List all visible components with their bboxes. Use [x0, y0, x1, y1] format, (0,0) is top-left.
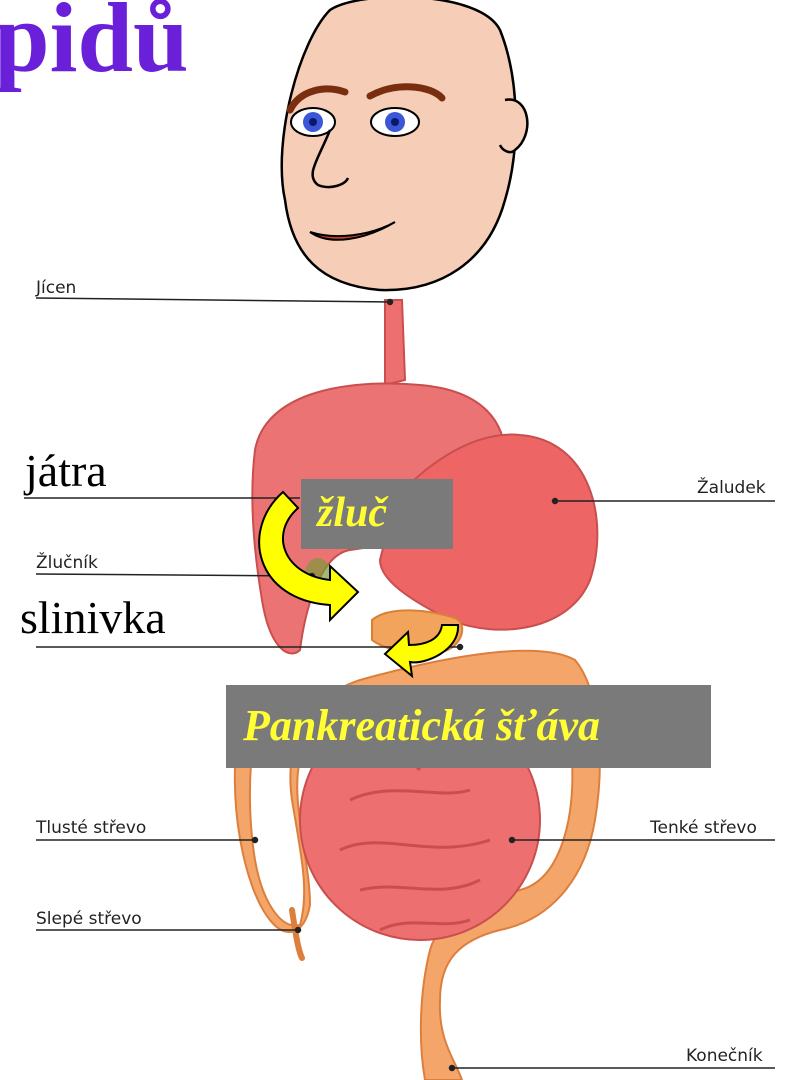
appendix [292, 910, 302, 958]
label-zaludek: Žaludek [697, 480, 766, 497]
label-tluste-strevo: Tlusté střevo [36, 820, 146, 837]
label-tenke-strevo: Tenké střevo [650, 820, 757, 837]
annotation-jatra: játra [25, 448, 107, 494]
label-jicen: Jícen [36, 280, 76, 297]
cartoon-head [282, 0, 528, 290]
esophagus [385, 300, 405, 385]
label-konecnik: Konečník [686, 1048, 763, 1065]
annotation-pankreaticka-stava: Pankreatická šťáva [243, 704, 600, 748]
annotation-zluc: žluč [317, 492, 387, 534]
label-zlucnik: Žlučník [36, 555, 98, 572]
annotation-slinivka: slinivka [20, 595, 166, 641]
label-slepe-strevo: Slepé střevo [36, 911, 142, 928]
leader-jicen [36, 298, 390, 302]
